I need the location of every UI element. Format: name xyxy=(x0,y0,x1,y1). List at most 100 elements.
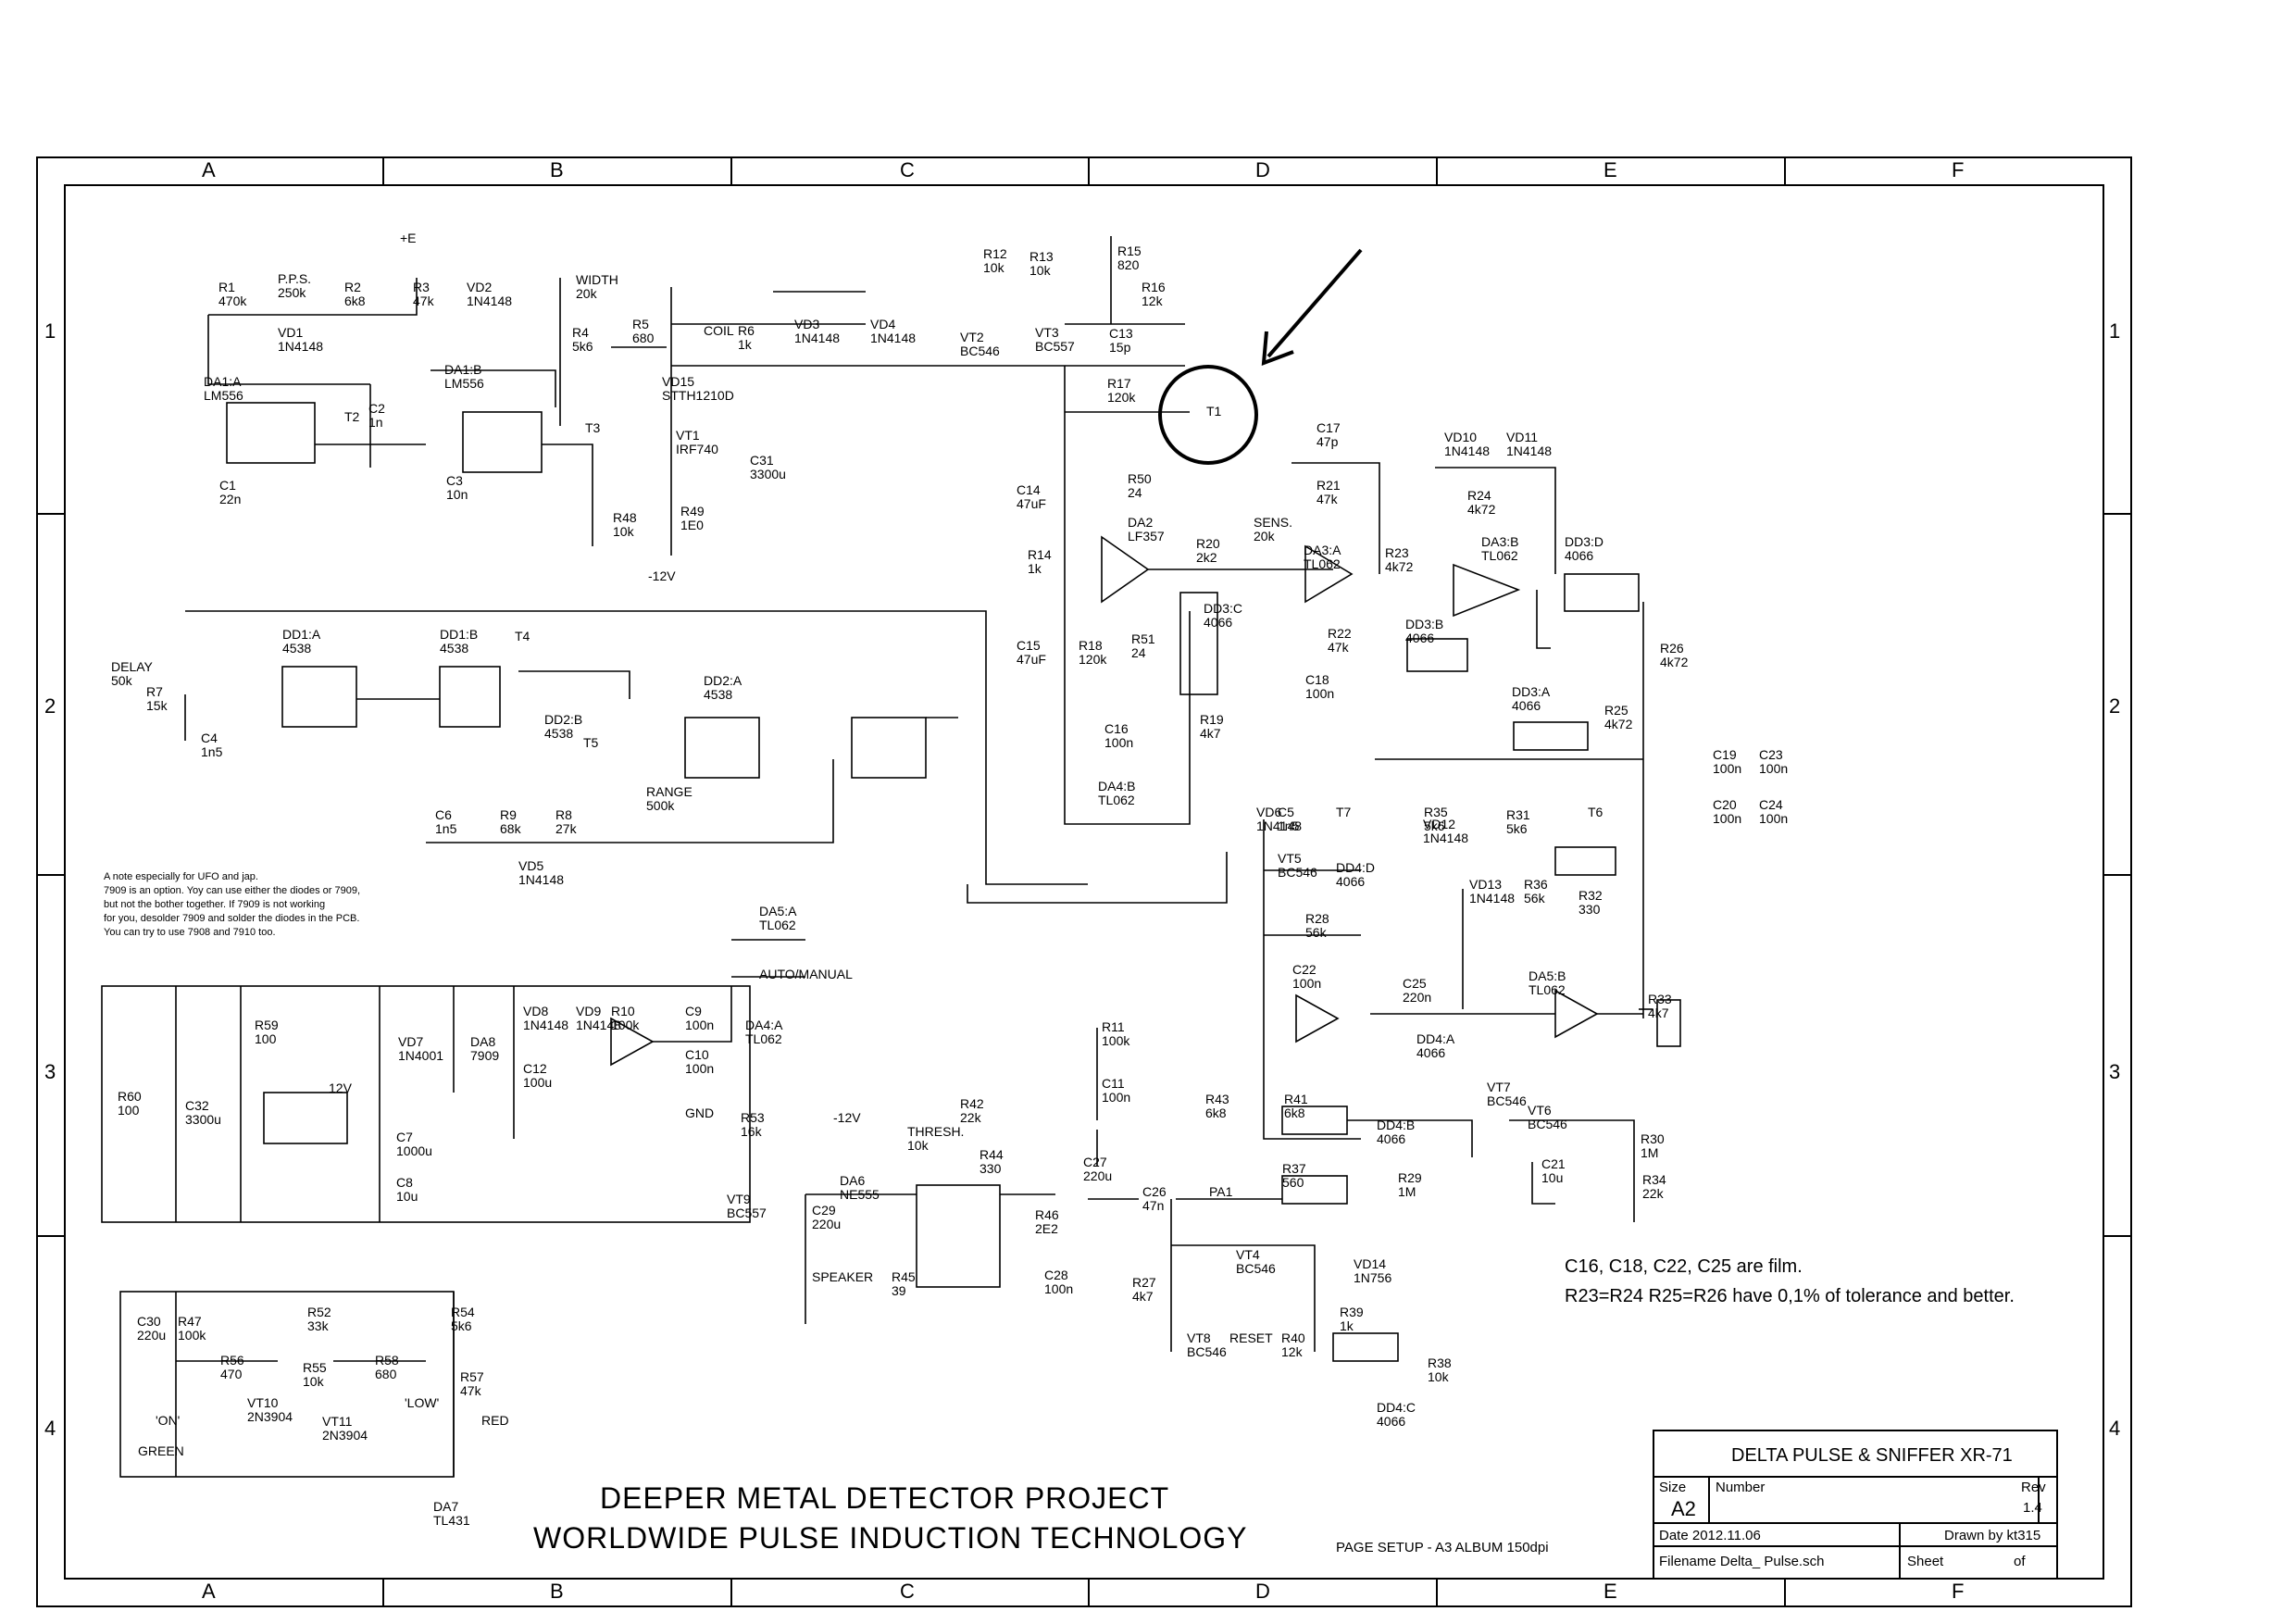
component-label: VD12 1N4148 xyxy=(1423,817,1469,846)
component-label: R57 47k xyxy=(460,1369,484,1399)
component-label: C9 100n xyxy=(685,1004,715,1033)
component-label: DD4:A 4066 xyxy=(1416,1031,1455,1061)
component-label: DA4:B TL062 xyxy=(1098,779,1136,808)
component-label: C17 47p xyxy=(1316,420,1341,450)
component-label: R45 39 xyxy=(892,1269,916,1299)
component-label: R55 10k xyxy=(303,1360,327,1390)
component-label: VD10 1N4148 xyxy=(1444,430,1491,459)
zone-top-b: B xyxy=(550,158,564,181)
component-label: DD3:B 4066 xyxy=(1405,617,1444,646)
zone-top-d: D xyxy=(1255,158,1270,181)
ufo-note-line: You can try to use 7908 and 7910 too. xyxy=(104,927,276,938)
component-label: VT6 BC546 xyxy=(1528,1103,1567,1132)
rev-label: Rev xyxy=(2021,1480,2046,1495)
component-label: T7 xyxy=(1336,805,1352,819)
zone-bottom-e: E xyxy=(1603,1580,1617,1603)
component-label: R25 4k72 xyxy=(1604,703,1633,732)
component-label: VD7 1N4001 xyxy=(398,1034,444,1064)
component-label: R60 100 xyxy=(118,1089,142,1118)
zone-right-2: 2 xyxy=(2109,694,2121,718)
ufo-note-line: 7909 is an option. Yoy can use either th… xyxy=(104,885,361,896)
component-label: R20 2k2 xyxy=(1196,536,1220,566)
capacitor-note: C16, C18, C22, C25 are film. R23=R24 R25… xyxy=(1565,1252,2015,1311)
title-block-frame xyxy=(1653,1430,2058,1580)
component-label: VD13 1N4148 xyxy=(1469,877,1516,906)
component-label: DD3:A 4066 xyxy=(1512,684,1551,714)
zone-left-3: 3 xyxy=(44,1060,56,1083)
component-label: C18 100n xyxy=(1305,672,1335,702)
component-label: C29 220u xyxy=(812,1203,842,1232)
component-label: R53 16k xyxy=(741,1110,765,1140)
component-label: C32 3300u xyxy=(185,1098,221,1128)
component-label: R47 100k xyxy=(178,1314,206,1343)
component-label: R2 6k8 xyxy=(344,280,366,309)
component-label: R17 120k xyxy=(1107,376,1136,406)
zone-bottom-c: C xyxy=(900,1580,915,1603)
component-label: C21 10u xyxy=(1541,1156,1566,1186)
component-label: PA1 xyxy=(1209,1184,1233,1199)
component-label: DD1:A 4538 xyxy=(282,627,321,656)
component-label: SENS. 20k xyxy=(1254,515,1293,544)
component-label: DD3:C 4066 xyxy=(1204,601,1243,631)
component-label: 12V xyxy=(329,1081,352,1095)
component-label: P.P.S. 250k xyxy=(278,271,312,301)
component-label: R42 22k xyxy=(960,1096,984,1126)
component-label: DA8 7909 xyxy=(470,1034,500,1064)
date: Date 2012.11.06 xyxy=(1659,1528,1761,1543)
component-label: VD11 1N4148 xyxy=(1506,430,1553,459)
component-label: RANGE 500k xyxy=(646,784,693,814)
component-label: R9 68k xyxy=(500,807,521,837)
component-label: DA4:A TL062 xyxy=(745,1018,783,1047)
project-line-1: DEEPER METAL DETECTOR PROJECT xyxy=(600,1481,1170,1515)
component-label: DA7 TL431 xyxy=(433,1499,470,1529)
component-label: R24 4k72 xyxy=(1467,488,1496,518)
component-label: R21 47k xyxy=(1316,478,1341,507)
component-label: C20 100n xyxy=(1713,797,1742,827)
zone-left-2: 2 xyxy=(44,694,56,718)
zone-top-f: F xyxy=(1952,158,1965,181)
filename: Filename Delta_ Pulse.sch xyxy=(1659,1554,1825,1569)
film-note: C16, C18, C22, C25 are film. xyxy=(1565,1256,1803,1277)
component-label: R7 15k xyxy=(146,684,168,714)
component-label: R4 5k6 xyxy=(572,325,593,355)
component-label: VT7 BC546 xyxy=(1487,1080,1527,1109)
ufo-note-line: but not the bother together. If 7909 is … xyxy=(104,899,326,910)
component-label: VT3 BC557 xyxy=(1035,325,1075,355)
ufo-note: A note especially for UFO and jap. 7909 … xyxy=(104,870,360,940)
component-label: COIL xyxy=(704,323,734,338)
size-label: Size xyxy=(1659,1480,1687,1495)
component-label: VT9 BC557 xyxy=(727,1192,767,1221)
component-label: DD2:B 4538 xyxy=(544,712,583,742)
component-label: R32 330 xyxy=(1578,888,1603,918)
project-line-2: WORLDWIDE PULSE INDUCTION TECHNOLOGY xyxy=(533,1521,1248,1555)
component-label: R28 56k xyxy=(1305,911,1329,941)
component-label: R36 56k xyxy=(1524,877,1548,906)
component-label: R22 47k xyxy=(1328,626,1352,656)
component-label: R15 820 xyxy=(1117,244,1142,273)
component-label: DA1:A LM556 xyxy=(204,374,243,404)
component-label: -12V xyxy=(833,1110,861,1125)
component-label: DD4:B 4066 xyxy=(1377,1118,1416,1147)
component-label: THRESH. 10k xyxy=(907,1124,965,1154)
component-label: C1 22n xyxy=(219,478,242,507)
component-label: T2 xyxy=(344,409,360,424)
outer-frame xyxy=(36,156,2132,1607)
component-label: VD6 1N4148 xyxy=(1256,805,1303,834)
component-label: R46 2E2 xyxy=(1035,1207,1059,1237)
component-label: VT8 BC546 xyxy=(1187,1330,1227,1360)
component-label: DD3:D 4066 xyxy=(1565,534,1604,564)
component-label: DD4:D 4066 xyxy=(1336,860,1376,890)
component-label: R8 27k xyxy=(555,807,577,837)
component-label: VD5 1N4148 xyxy=(518,858,565,888)
component-label: R52 33k xyxy=(307,1305,331,1334)
of-label: of xyxy=(2014,1554,2026,1569)
component-label: VT2 BC546 xyxy=(960,330,1000,359)
component-label: DA3:B TL062 xyxy=(1481,534,1519,564)
component-label: DA1:B LM556 xyxy=(444,362,484,392)
drawn-by: Drawn by kt315 xyxy=(1944,1528,2041,1543)
component-label: VT10 2N3904 xyxy=(247,1395,293,1425)
component-label: GREEN xyxy=(138,1443,184,1458)
component-label: R31 5k6 xyxy=(1506,807,1530,837)
component-label: R39 1k xyxy=(1340,1305,1364,1334)
zone-right-1: 1 xyxy=(2109,319,2121,343)
